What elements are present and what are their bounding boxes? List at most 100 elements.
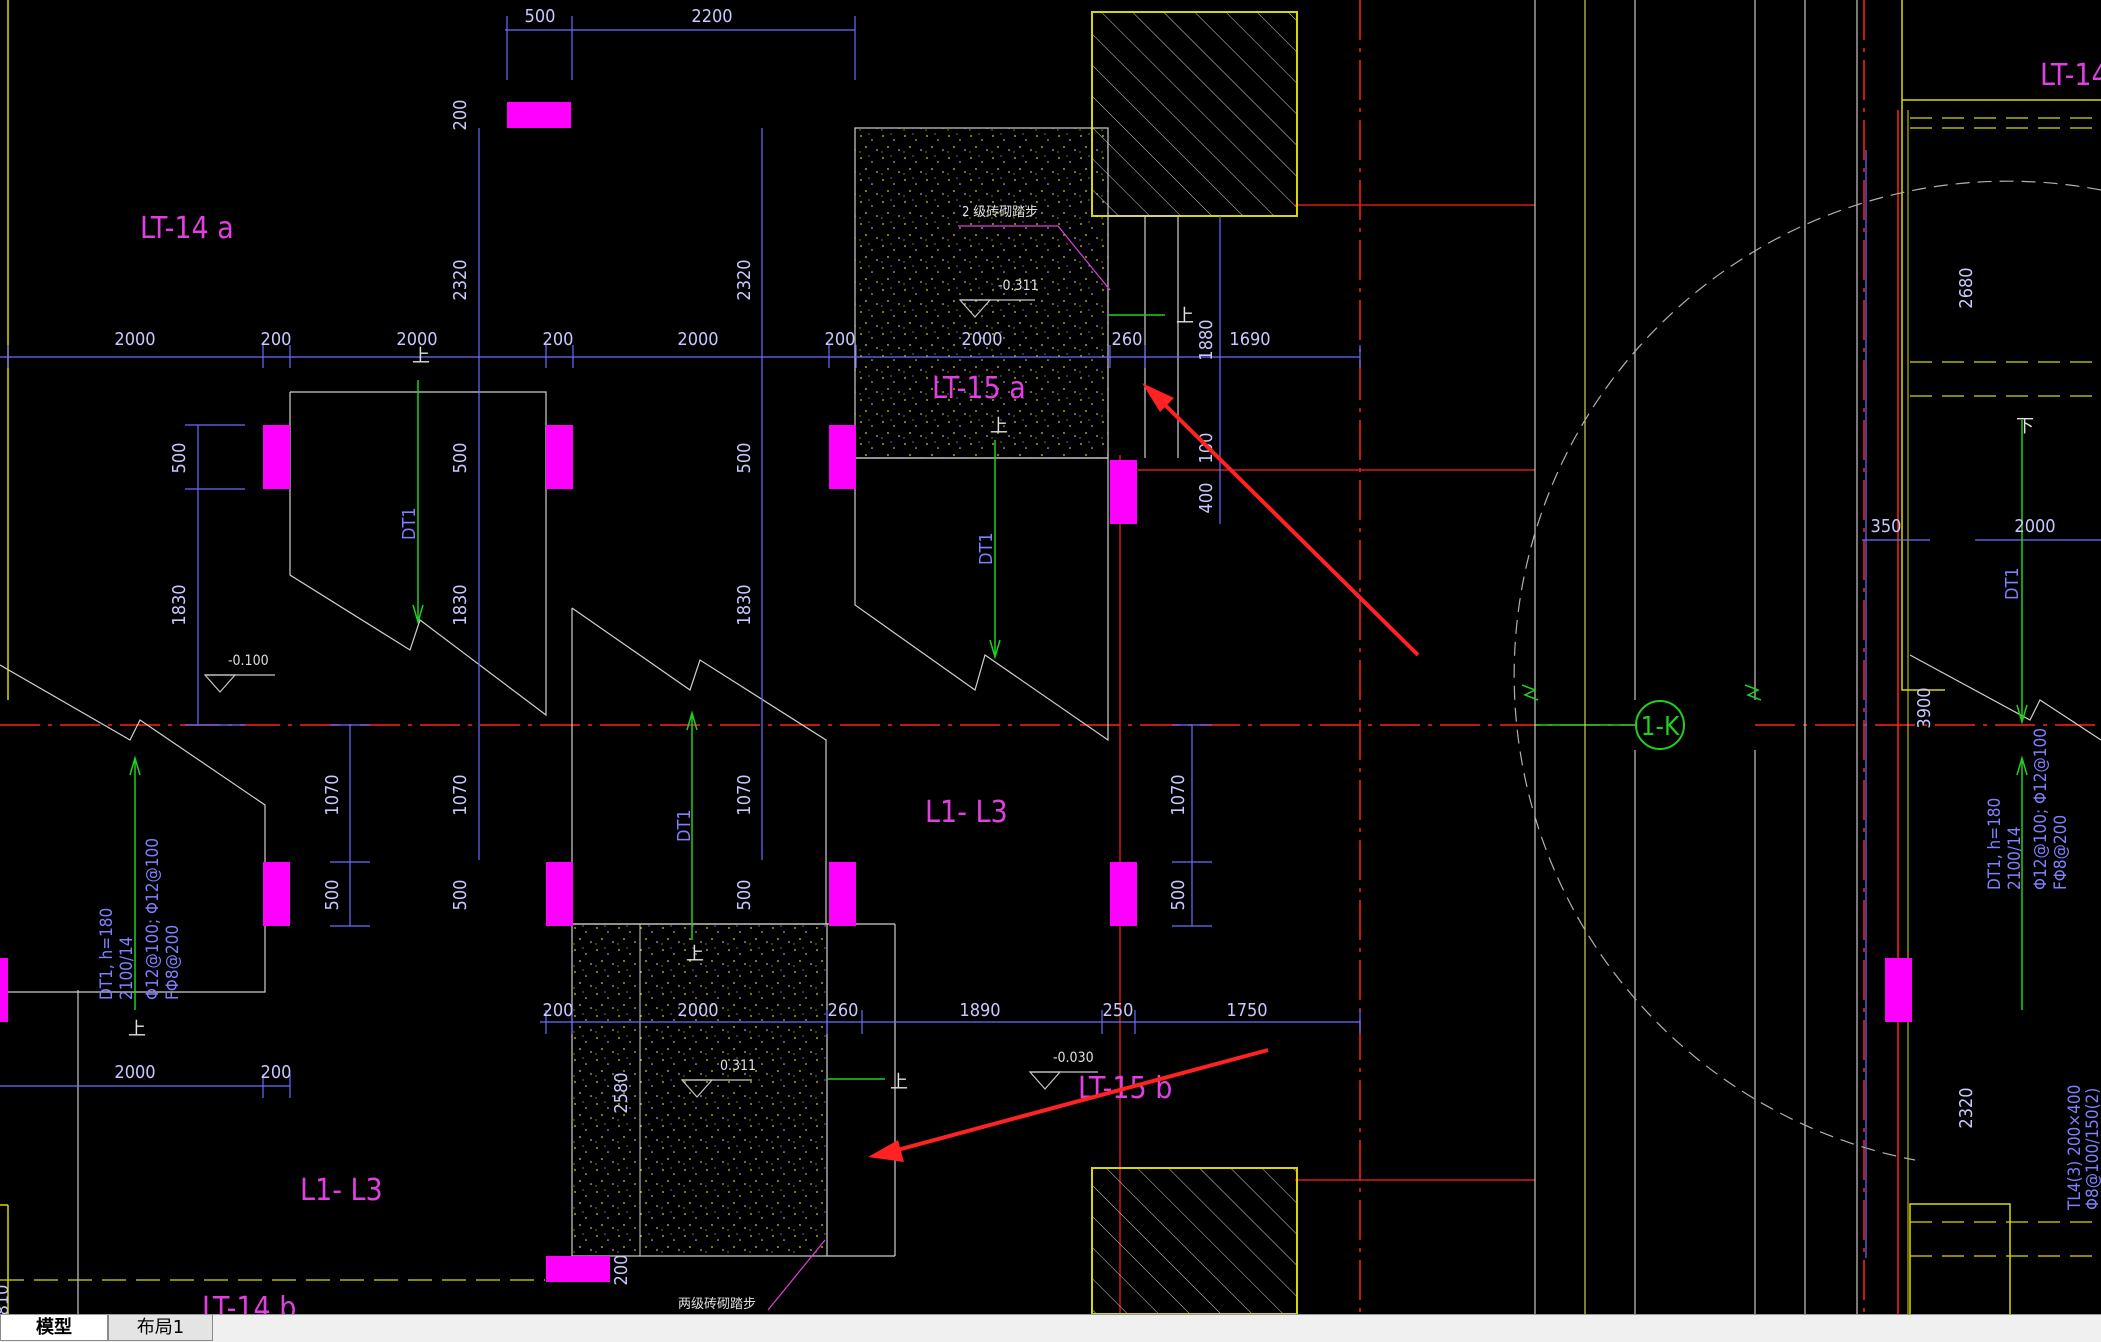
grid-lines — [0, 0, 2101, 1314]
dimension-value: 250 — [1103, 1000, 1134, 1021]
elevation-markers: -0.100 -0.311 0.311 -0.030 — [203, 278, 1098, 1098]
svg-text:DT1: DT1 — [674, 809, 695, 842]
svg-text:上: 上 — [412, 346, 430, 367]
dimension-value: 1830 — [169, 584, 190, 625]
dimension-value: 2200 — [691, 6, 732, 27]
dimension-value: 2000 — [677, 1000, 718, 1021]
dimension-value: 400 — [1196, 483, 1217, 514]
axis-bubble-1k: 1-K — [1635, 700, 1685, 750]
label-l1l3-mid: L1- L3 — [925, 795, 1008, 830]
dimension-value: 1690 — [1229, 329, 1270, 350]
beam-note: TL4(3) 200×400 Φ8@100/150(2) — [2065, 1085, 2101, 1211]
note-bottom: 两级砖砌踏步 — [678, 1297, 756, 1312]
svg-text:0.311: 0.311 — [720, 1058, 756, 1074]
dimension-value: 500 — [734, 443, 755, 474]
break-marks — [1521, 684, 1762, 701]
dimension-value: 1070 — [1168, 774, 1189, 815]
layout-tab-bar: 模型 布局1 — [0, 1314, 2101, 1342]
dimension-value: 2000 — [2014, 516, 2055, 537]
svg-text:TL4(3) 200×400: TL4(3) 200×400 — [2065, 1085, 2085, 1211]
slab-note-right: DT1, h=180 2100/14 Φ12@100; Φ12@100 FΦ8@… — [1985, 728, 2071, 890]
dimension-value: 1880 — [1196, 319, 1217, 360]
svg-text:-0.100: -0.100 — [228, 653, 269, 669]
dimension-value: 1750 — [1226, 1000, 1267, 1021]
svg-text:DT1, h=180: DT1, h=180 — [1985, 798, 2005, 890]
svg-text:上: 上 — [686, 944, 704, 965]
component-labels: LT-14 a LT-15 a LT-15 b L1- L3 L1- L3 LT… — [140, 58, 2101, 1314]
note-leaders — [767, 225, 1111, 1311]
hatched-walls — [1091, 11, 1298, 1314]
dimension-value: 200 — [825, 329, 856, 350]
svg-text:2100/14: 2100/14 — [2005, 826, 2025, 890]
dimension-value: 1070 — [322, 774, 343, 815]
dimension-value: 810 — [0, 1285, 13, 1314]
dimension-value: 2000 — [396, 329, 437, 350]
label-lt15a: LT-15 a — [932, 371, 1026, 406]
dimension-value: 2000 — [114, 329, 155, 350]
dimension-value: 200 — [450, 100, 471, 131]
dimension-value: 3900 — [1914, 687, 1935, 728]
label-l1l3-low: L1- L3 — [300, 1173, 383, 1208]
note-top: 2 级砖砌踏步 — [962, 205, 1038, 220]
dimension-value: 260 — [828, 1000, 859, 1021]
label-lt14-right: LT-14 — [2040, 58, 2101, 93]
dimension-value: 2000 — [961, 329, 1002, 350]
svg-text:2100/14: 2100/14 — [117, 936, 137, 1000]
svg-text:-0.311: -0.311 — [998, 278, 1039, 294]
dimension-value: 200 — [261, 1062, 292, 1083]
svg-text:FΦ8@200: FΦ8@200 — [163, 925, 183, 1000]
tab-model[interactable]: 模型 — [0, 1315, 108, 1341]
svg-text:上: 上 — [890, 1072, 908, 1093]
direction-marks: 上 上 上 上 上 上 下 — [128, 306, 2034, 1093]
dimension-value: 2680 — [1956, 267, 1977, 308]
svg-text:下: 下 — [2016, 416, 2034, 437]
svg-text:-0.030: -0.030 — [1053, 1050, 1094, 1066]
svg-text:DT1, h=180: DT1, h=180 — [97, 908, 117, 1000]
svg-text:Φ12@100; Φ12@100: Φ12@100; Φ12@100 — [2031, 728, 2051, 890]
dimension-value: 2000 — [114, 1062, 155, 1083]
direction-arrows — [129, 314, 2028, 1080]
notes: 2 级砖砌踏步 两级砖砌踏步 — [678, 205, 1038, 1312]
svg-text:上: 上 — [1176, 306, 1194, 327]
svg-text:DT1: DT1 — [2002, 567, 2023, 600]
cad-drawing-canvas[interactable]: 1-K LT-14 a LT-15 a LT-15 b L1- L3 L1- L… — [0, 0, 2101, 1314]
svg-text:Φ8@100/150(2): Φ8@100/150(2) — [2083, 1088, 2101, 1210]
dimension-value: 500 — [1168, 880, 1189, 911]
svg-text:上: 上 — [990, 416, 1008, 437]
svg-text:FΦ8@200: FΦ8@200 — [2051, 815, 2071, 890]
dimension-value: 1830 — [450, 584, 471, 625]
dimension-value: 350 — [1871, 516, 1902, 537]
dimension-value: 1070 — [450, 774, 471, 815]
dimension-value: 200 — [543, 1000, 574, 1021]
dimension-value: 1890 — [959, 1000, 1000, 1021]
columns — [0, 102, 1912, 1282]
dimension-value: 200 — [611, 1255, 632, 1286]
dimension-value: 200 — [261, 329, 292, 350]
dt1-labels: DT1 DT1 DT1 DT1 — [399, 507, 2023, 842]
svg-text:DT1: DT1 — [399, 507, 420, 540]
dimension-value: 500 — [525, 6, 556, 27]
stair-flights — [0, 215, 2101, 1257]
dimension-value: 500 — [450, 880, 471, 911]
dimension-value: 500 — [734, 880, 755, 911]
dimension-value: 500 — [322, 880, 343, 911]
dimension-value: 2320 — [734, 259, 755, 300]
svg-text:上: 上 — [128, 1019, 146, 1040]
tab-layout1[interactable]: 布局1 — [108, 1315, 213, 1341]
dimension-value: 500 — [450, 443, 471, 474]
dimension-lines — [0, 16, 2101, 1258]
dimension-value: 200 — [543, 329, 574, 350]
dimension-value: 2580 — [611, 1072, 632, 1113]
dimension-value: 2320 — [450, 259, 471, 300]
dimension-value: 1070 — [734, 774, 755, 815]
dimension-text: 500 2200 2000 200 2000 200 2000 200 2000 260 1690 2… — [0, 6, 2056, 1314]
annotation-arrows — [868, 383, 1420, 1162]
landing-slabs — [571, 127, 1109, 1257]
label-lt14b: LT-14 b — [202, 1291, 296, 1314]
dimension-value: 2000 — [677, 329, 718, 350]
dimension-value: 500 — [169, 443, 190, 474]
label-lt14a: LT-14 a — [140, 211, 234, 246]
svg-text:1-K: 1-K — [1641, 712, 1680, 742]
dimension-value: 260 — [1112, 329, 1143, 350]
svg-text:DT1: DT1 — [976, 532, 997, 565]
